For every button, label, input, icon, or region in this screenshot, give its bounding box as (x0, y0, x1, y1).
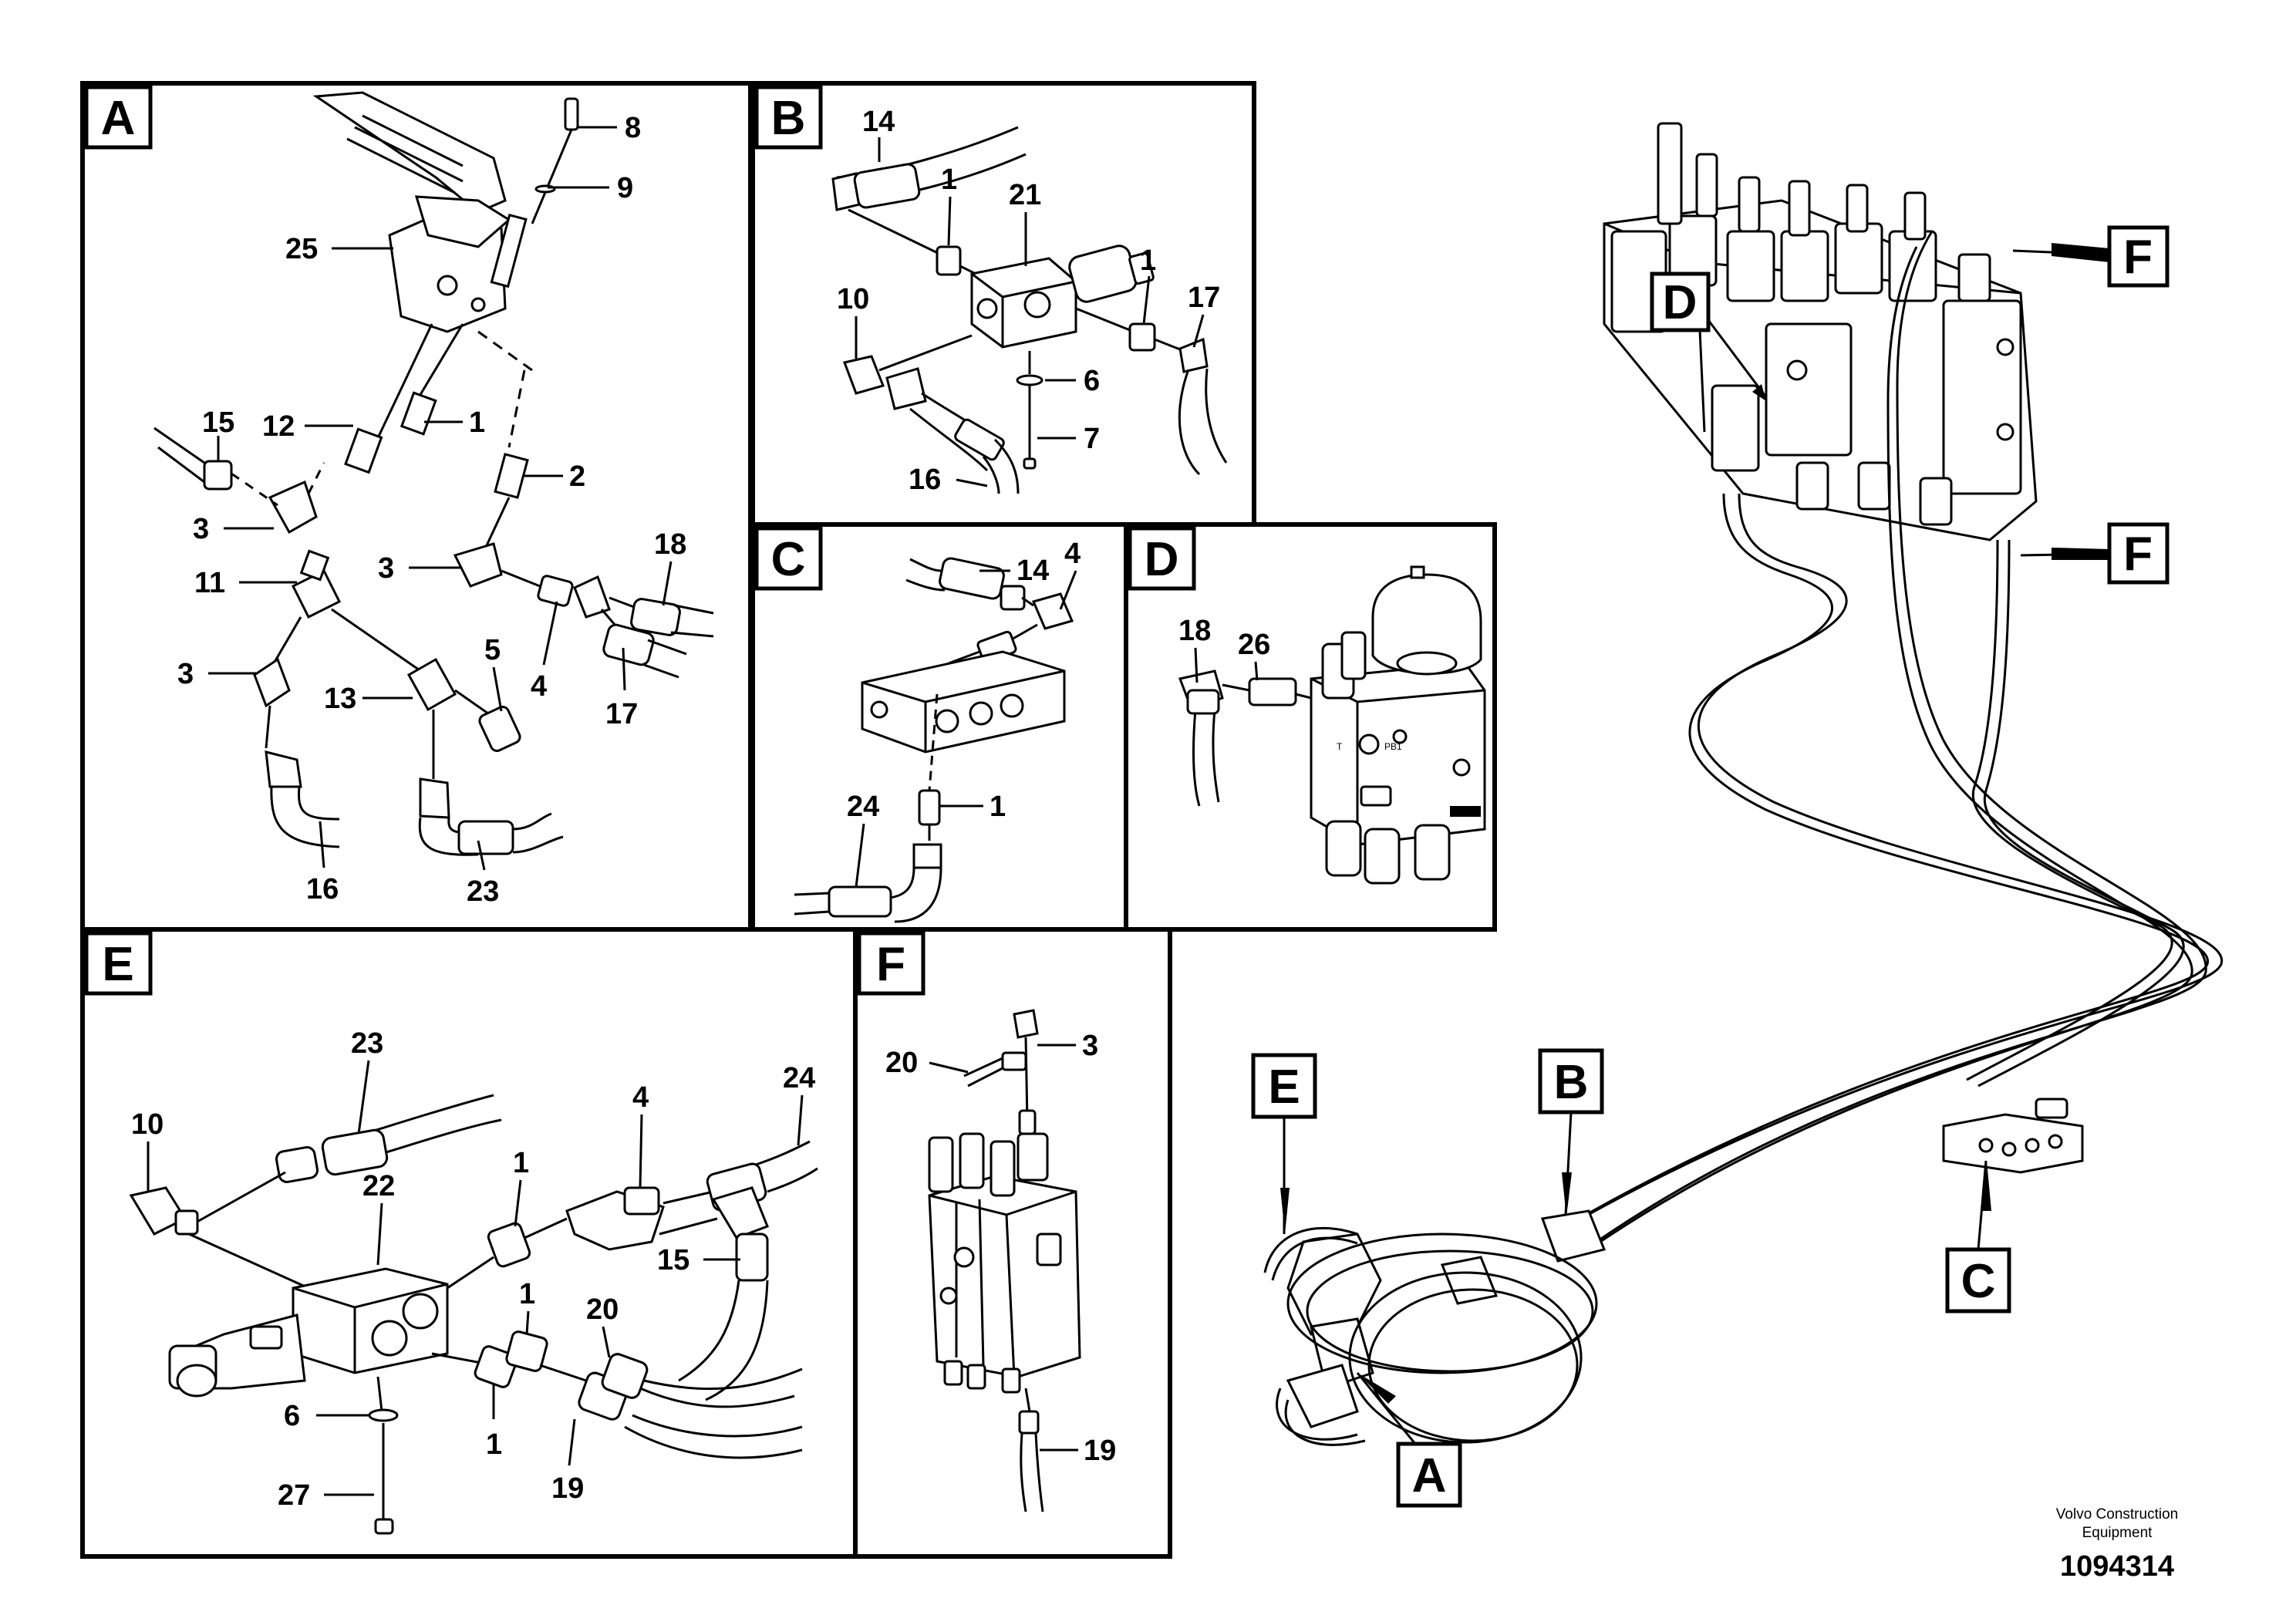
callout-a-3-right: 3 (378, 552, 394, 585)
svg-text:B: B (771, 92, 806, 145)
panel-d-frame (1124, 522, 1497, 932)
callout-a-3-lower: 3 (177, 658, 194, 690)
overview-label-b: B (1538, 1048, 1604, 1217)
callout-e-23: 23 (351, 1027, 383, 1060)
valve-t-mark: T (1337, 741, 1343, 752)
callout-b-1-left: 1 (941, 164, 957, 196)
overview-label-d: D (1650, 271, 1768, 401)
callout-e-24: 24 (783, 1062, 815, 1094)
callout-c-24: 24 (847, 791, 879, 823)
drawing-number: 1094314 (2060, 1550, 2174, 1583)
svg-text:B: B (1554, 1056, 1589, 1109)
panel-e-drawing (129, 1094, 818, 1535)
svg-text:D: D (1145, 533, 1179, 586)
valve-volvo-mark: VOLVO (1452, 808, 1478, 817)
callout-e-20: 20 (586, 1293, 619, 1326)
svg-text:A: A (101, 92, 136, 145)
callout-a-5: 5 (484, 634, 501, 666)
callout-a-11: 11 (194, 567, 225, 599)
panel-d-callouts: 18 26 (1178, 615, 1270, 683)
callout-a-13: 13 (324, 683, 356, 715)
callout-c-1: 1 (990, 791, 1006, 823)
callout-c-14: 14 (1017, 555, 1049, 587)
svg-text:A: A (1412, 1449, 1447, 1502)
manufacturer-line-1: Volvo Construction (2055, 1506, 2179, 1523)
callout-a-1: 1 (469, 406, 485, 439)
callout-a-12: 12 (262, 410, 295, 443)
panel-b-drawing (831, 126, 1228, 494)
svg-text:E: E (1268, 1061, 1300, 1114)
callout-f-3: 3 (1082, 1030, 1098, 1062)
callout-b-10: 10 (837, 283, 869, 315)
svg-text:C: C (1961, 1255, 1996, 1308)
callout-e-10: 10 (131, 1108, 164, 1141)
panel-c-callouts: 14 4 24 1 (847, 538, 1081, 888)
callout-a-8: 8 (625, 112, 641, 144)
panel-e-callouts: 23 24 10 4 22 1 15 1 20 6 1 19 27 (131, 1027, 815, 1512)
callout-a-18: 18 (654, 528, 686, 561)
callout-e-22: 22 (362, 1170, 395, 1202)
panel-a-label: A (84, 85, 153, 150)
manufacturer-line-2: Equipment (2082, 1525, 2153, 1541)
callout-e-4: 4 (632, 1081, 649, 1114)
callout-e-1-mid: 1 (519, 1278, 535, 1310)
callout-c-4: 4 (1064, 538, 1081, 570)
callout-a-17: 17 (605, 698, 638, 730)
panel-d-label: D (1128, 526, 1196, 591)
callout-f-20: 20 (885, 1047, 918, 1079)
panel-b-callouts: 14 1 21 1 10 17 6 7 16 (837, 106, 1220, 496)
overview-label-f-top: F (2012, 225, 2170, 288)
svg-text:C: C (771, 533, 806, 586)
callout-b-14: 14 (862, 106, 895, 138)
panel-d-drawing: VOLVO PB1 T (1178, 565, 1486, 885)
panel-a-frame (80, 81, 753, 932)
valve-pb-mark: PB1 (1384, 741, 1402, 752)
callout-d-26: 26 (1238, 629, 1270, 661)
overview-label-f-bottom: F (2020, 522, 2170, 585)
panel-a-callouts: 8 9 25 15 12 1 2 3 11 3 18 3 13 5 4 17 1… (177, 112, 686, 908)
callout-a-16: 16 (306, 873, 339, 905)
svg-text:E: E (102, 938, 133, 991)
callout-b-7: 7 (1084, 423, 1100, 455)
callout-b-16: 16 (909, 464, 941, 496)
manufacturer-name: Volvo Construction Equipment (2021, 1506, 2213, 1543)
callout-a-23: 23 (467, 875, 499, 908)
callout-a-15: 15 (202, 406, 234, 439)
panel-b-label: B (754, 85, 823, 150)
panel-f-frame (853, 927, 1172, 1559)
callout-e-6: 6 (284, 1400, 300, 1432)
svg-text:F: F (876, 938, 905, 991)
panel-c-label: C (754, 526, 823, 591)
callout-a-25: 25 (285, 233, 318, 265)
panel-a-drawing (153, 91, 714, 856)
panel-e-label: E (84, 931, 153, 996)
callout-e-1-top: 1 (513, 1147, 529, 1179)
callout-e-27: 27 (278, 1479, 310, 1512)
callout-a-4: 4 (531, 670, 547, 703)
panel-f-label: F (857, 931, 925, 996)
callout-b-21: 21 (1009, 179, 1041, 211)
svg-text:F: F (2123, 528, 2153, 581)
callout-b-17: 17 (1188, 282, 1220, 314)
svg-text:F: F (2123, 231, 2153, 284)
panel-f-drawing (928, 1009, 1081, 1512)
callout-f-19: 19 (1084, 1435, 1116, 1467)
overview-drawing (1263, 122, 2224, 1446)
callout-a-9: 9 (617, 172, 633, 204)
svg-text:D: D (1663, 276, 1698, 329)
callout-b-6: 6 (1084, 365, 1100, 397)
callout-a-3-left: 3 (193, 513, 209, 545)
callout-d-18: 18 (1178, 615, 1211, 647)
callout-b-1-right: 1 (1140, 244, 1156, 277)
callout-e-19: 19 (551, 1472, 584, 1505)
callout-a-2: 2 (569, 460, 585, 493)
callout-e-1-low: 1 (486, 1428, 502, 1461)
overview-label-a: A (1356, 1372, 1462, 1508)
overview-label-e: E (1251, 1053, 1317, 1234)
callout-e-15: 15 (657, 1244, 689, 1276)
overview-label-c: C (1945, 1160, 2011, 1313)
panel-c-drawing (794, 557, 1074, 923)
panel-f-callouts: 20 3 19 (885, 1030, 1116, 1467)
